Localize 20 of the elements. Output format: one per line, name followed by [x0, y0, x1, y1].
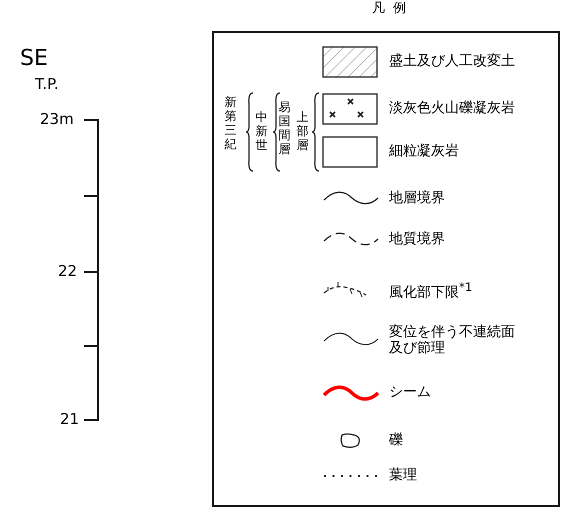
legend-text: 淡灰色火山礫凝灰岩: [389, 100, 515, 116]
legend-title: 凡例: [372, 2, 414, 17]
elevation-label: 22: [58, 263, 78, 280]
member-label: 上部層: [296, 110, 309, 152]
legend-text: 風化部下限$^{*1}$: [389, 281, 472, 301]
legend-text: 細粒凝灰岩: [389, 143, 459, 160]
legend-text: 葉理: [389, 467, 417, 484]
legend-text: 盛土及び人工改変土: [389, 53, 515, 70]
legend-text: 変位を伴う不連続面及び節理: [389, 324, 516, 356]
legend-text: シーム: [389, 384, 431, 400]
elevation-label: 21: [60, 411, 80, 428]
direction-label: SE: [20, 46, 48, 72]
formation-label: 易国間層: [278, 100, 291, 156]
legend-text: 地質境界: [389, 231, 445, 248]
elevation-label: 23m: [40, 111, 74, 128]
legend-text: 礫: [389, 432, 403, 448]
datum-label: T.P.: [35, 76, 59, 94]
epoch-label: 中新世: [255, 110, 268, 152]
period-label: 新第三紀: [224, 95, 237, 151]
legend-text: 地層境界: [389, 190, 445, 206]
